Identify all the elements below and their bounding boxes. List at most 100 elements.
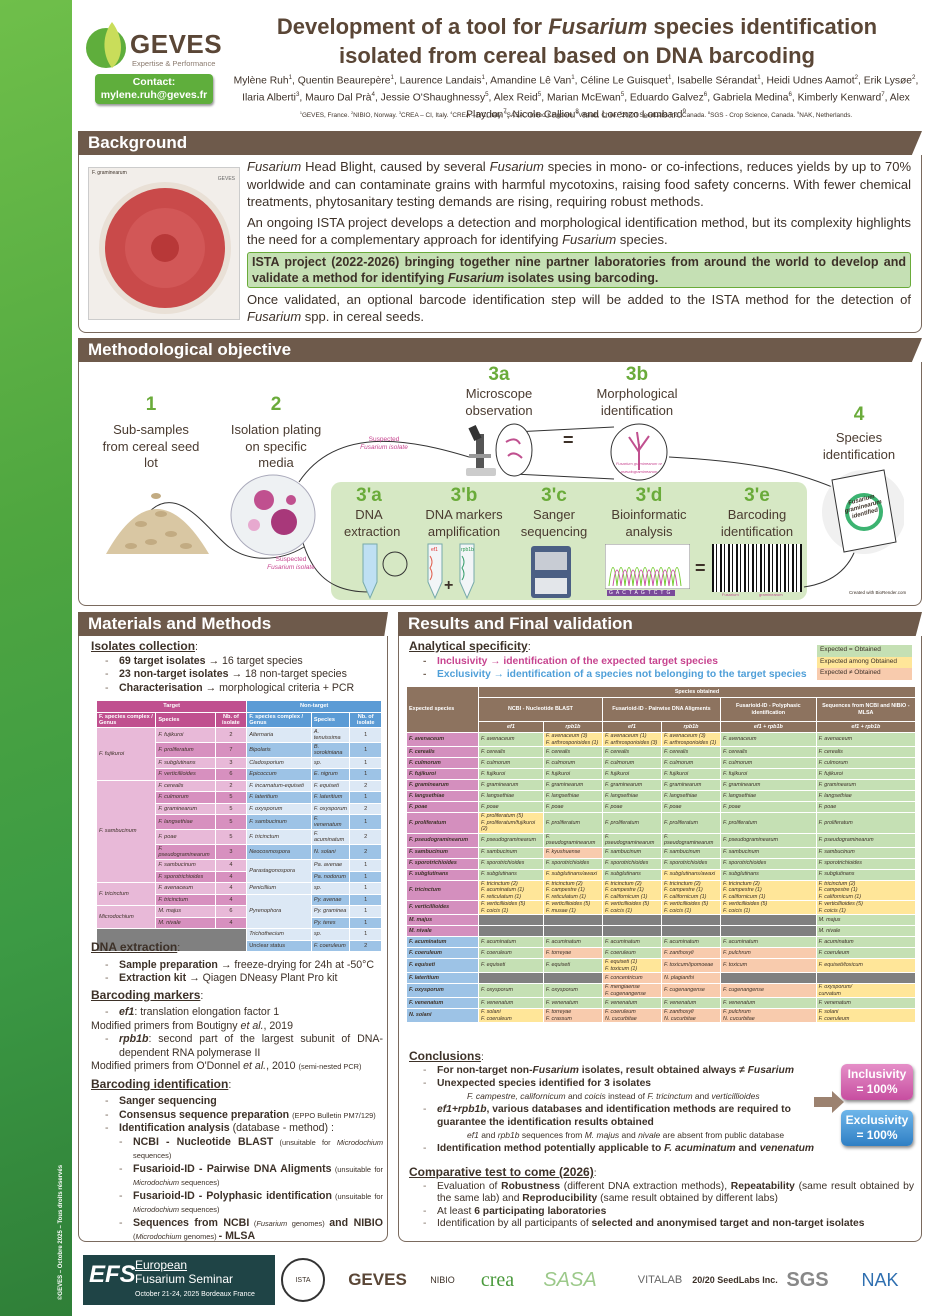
cell-line: F. culmorum: [723, 759, 753, 766]
dna-extraction-list: Sample preparation → freeze-drying for 2…: [91, 959, 383, 986]
obtained-cell: F. cugenangense: [660, 983, 722, 998]
text-run: Microdochium: [336, 1137, 383, 1147]
genus-cell: Alternaria: [246, 726, 312, 743]
obtained-cell: F. pseudograminearum: [601, 832, 662, 848]
cell-line: F. culmorum: [545, 759, 576, 766]
morph-caption: Fusarium graminearum or pseudograminearu…: [615, 461, 662, 474]
expected-species: F. venenatum: [406, 997, 479, 1009]
count-cell: 1: [349, 893, 382, 906]
text-run: and NIBIO: [329, 1216, 383, 1229]
morphology-view-icon: [610, 423, 668, 481]
count-cell: 2: [349, 844, 382, 860]
cell-line: F. coeruleum: [481, 949, 512, 956]
cell-line: F. graminearum: [481, 781, 519, 788]
text-run: → 18 non-target species: [228, 668, 347, 680]
cell-line: F. coicis (1): [818, 907, 846, 914]
rpb1b-label: rpb1b: [461, 547, 474, 553]
genus-cell: Pyrenophora: [246, 893, 312, 929]
species-cell: F. equiseti: [310, 779, 351, 792]
cell-line: F. sporotrichioides: [481, 860, 525, 867]
cell-line: F. fujikuroi: [481, 770, 506, 777]
text-run: and: [478, 1130, 498, 1140]
text-run: → freeze-drying for 24h at -50°C: [217, 958, 375, 971]
cell-line: F. arthrosporioides (1): [545, 739, 599, 746]
obtained-cell: F. tricinctum (2)F. campestre (1)F. reti…: [542, 879, 603, 901]
table-row: F. langsethiae F. langsethiae F. langsethi…: [406, 790, 917, 802]
cell-line: F. acuminatum: [663, 938, 699, 945]
species-cell: F. oxysporum: [310, 802, 351, 815]
expected-species: F. tricinctum: [406, 879, 479, 901]
conclusion-item: Identification method potentially applic…: [409, 1142, 819, 1155]
marker-header: ef1: [601, 721, 662, 733]
obtained-cell: F. graminearum: [542, 779, 603, 791]
contact-button[interactable]: Contact: mylene.ruh@geves.fr: [95, 74, 213, 104]
genus-cell: Neocosmospora: [246, 844, 312, 860]
text-run: isolates using barcoding.: [504, 270, 659, 285]
text-run: , Heidi Udnes Aamot: [760, 75, 855, 87]
cell-line: F. tricinctum (2): [723, 880, 760, 887]
text-run: Robustness: [501, 1180, 561, 1192]
obtained-cell: F. sporotrichioides: [720, 857, 817, 870]
count-cell: 1: [349, 768, 382, 781]
genus-cell: Parastagonospora: [246, 859, 312, 883]
expected-species: F. subglutinans: [406, 868, 479, 881]
cell-line: F. fujikuroi: [663, 770, 689, 777]
obtained-cell: F. verticillioides (5)F. coicis (1): [720, 900, 817, 915]
obtained-cell: F. langsethiae: [478, 790, 544, 802]
cell-line: F. tricinctum (2): [481, 880, 518, 887]
text-run: 1: [757, 74, 761, 81]
text-run: , Alex Playdon: [466, 92, 910, 121]
suspected-text: Suspected: [368, 436, 400, 443]
marker-ef1: ef1: translation elongation factor 1: [91, 1006, 383, 1020]
text-run: (: [249, 1218, 257, 1228]
obtained-cell: F. pseudograminearum: [720, 832, 817, 848]
text-run: Extraction kit: [119, 972, 187, 984]
text-run: 1: [299, 111, 302, 115]
nak-logo: NAK: [861, 1269, 899, 1290]
cell-line: F. equiseti: [481, 962, 506, 969]
cell-line: F. verticillioides (5): [818, 901, 863, 907]
obtained-cell: F. venenatum: [660, 997, 722, 1009]
text-run: Fusarium: [532, 1065, 579, 1076]
obtained-cell: F. venenatum: [720, 997, 817, 1009]
count-cell: 2: [349, 939, 382, 952]
count-cell: 3: [214, 844, 248, 860]
cell-line: F. torreyae: [545, 1009, 572, 1015]
cell-line: F. poae: [663, 803, 682, 810]
text-run: rpb1b: [497, 1130, 520, 1140]
cell-line: F. coeruleum: [818, 1015, 850, 1022]
obtained-cell: [542, 914, 603, 926]
list-item: Identification by all participants of se…: [409, 1218, 914, 1231]
obtained-cell: F. fujikuroi: [815, 768, 917, 780]
exclusivity-box-label: Exclusivity: [845, 1113, 909, 1127]
conclusions-heading: Conclusions: [409, 1049, 482, 1063]
obtained-cell: F. pulchrum: [720, 947, 817, 959]
count-cell: 6: [214, 905, 248, 918]
legend-equal: Expected = Obtained: [817, 645, 912, 657]
contact-email[interactable]: mylene.ruh@geves.fr: [100, 89, 208, 101]
step-1-label: Sub-samples from cereal seed lot: [102, 422, 200, 470]
cell-line: F. subglutinans: [604, 871, 641, 878]
obtained-cell: F. sambucinum: [720, 846, 817, 859]
text-run: , 2010: [266, 1060, 299, 1072]
text-run: , Jessie O'Shaughnessy: [374, 92, 486, 104]
text-run: 1: [390, 74, 394, 81]
efs-logo: EFS: [89, 1261, 136, 1288]
obtained-cell: F. langsethiae: [720, 790, 817, 802]
count-cell: 5: [214, 802, 248, 815]
genus-cell: Microdochium: [95, 905, 157, 929]
obtained-cell: F. acuminatum: [478, 936, 544, 948]
cell-line: F. proliferatum (5): [481, 813, 524, 819]
cell-line: F. fujikuroi: [818, 770, 843, 777]
text-run: coicis: [584, 1091, 606, 1101]
cell-line: F. langsethiae: [663, 792, 698, 799]
text-run: 20/20 SeedLabs Inc, Canada.: [621, 112, 708, 120]
inclusivity-result-box: Inclusivity= 100%: [841, 1064, 913, 1100]
barcode-left-label: Fusarium: [722, 592, 739, 597]
